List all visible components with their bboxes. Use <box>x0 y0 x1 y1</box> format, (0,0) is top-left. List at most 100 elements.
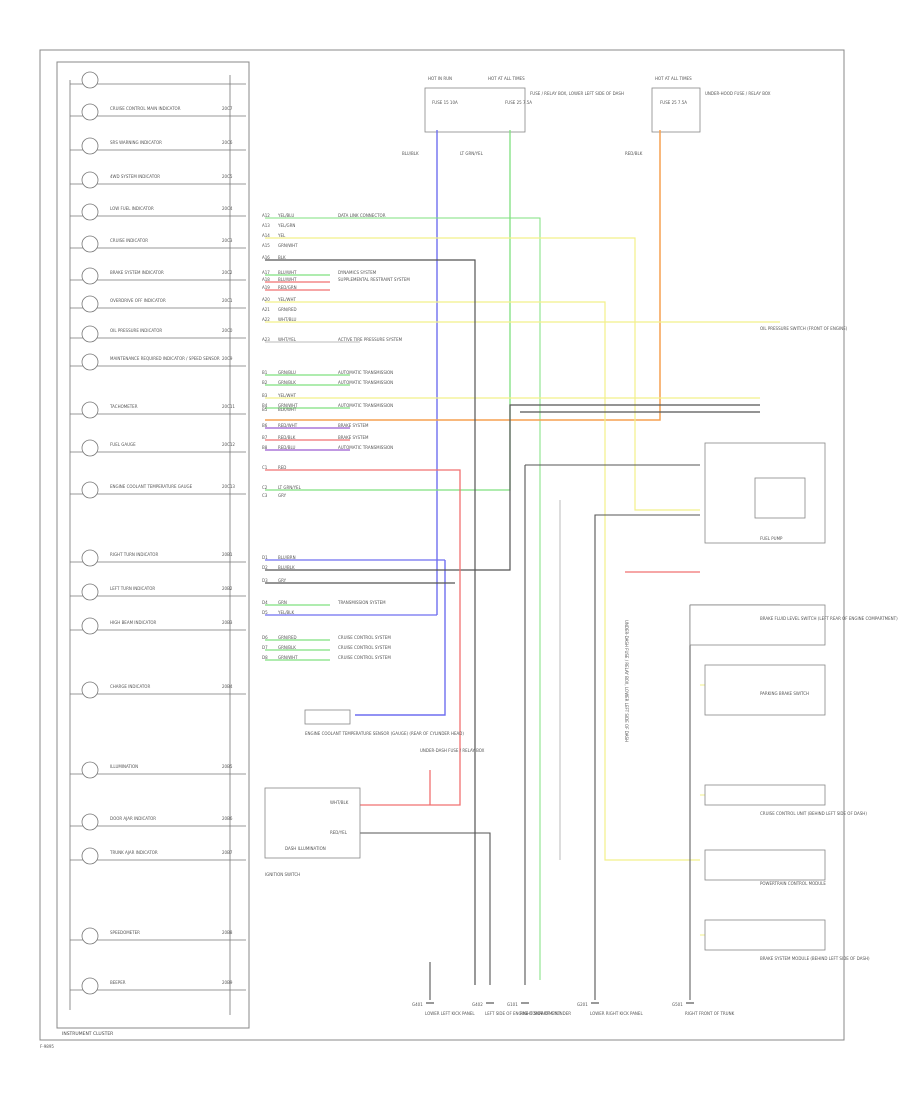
coolant-sensor-body <box>304 709 351 725</box>
wire-gray-ignition <box>330 832 491 985</box>
fuse-box-2-frame <box>651 87 701 133</box>
cluster-row-pin: 20C12 <box>222 442 235 447</box>
cluster-row-pin: 20C7 <box>222 106 233 111</box>
connector-pin-id: B6 <box>262 423 268 428</box>
connector-note: CRUISE CONTROL SYSTEM <box>338 655 391 660</box>
connector-wire-color: YEL/BLU <box>277 213 294 218</box>
pcm-box <box>704 849 826 881</box>
indicator-lamp-icon <box>81 977 99 995</box>
ground-label: RIGHT FRONT OF TRUNK <box>685 1011 735 1016</box>
connector-pin-id: D5 <box>262 610 268 615</box>
connector-pin-id: A22 <box>262 317 270 322</box>
indicator-lamp-icon <box>81 617 99 635</box>
connector-wire-color: GRN/BLK <box>278 645 296 650</box>
connector-pin-id: D6 <box>262 635 268 640</box>
cluster-row: MAINTENANCE REQUIRED INDICATOR / SPEED S… <box>70 353 246 371</box>
brake-module-box <box>704 919 826 951</box>
cluster-row: CHARGE INDICATOR 20B4 <box>70 681 246 699</box>
cluster-row-pin: 20C0 <box>222 328 233 333</box>
cluster-row-pin: 20C13 <box>222 484 235 489</box>
right-components: OIL PRESSURE SWITCH (FRONT OF ENGINE)FUE… <box>689 326 898 961</box>
connector-wire-color: WHT/YEL <box>278 337 297 342</box>
ignition-switch-sub: DASH ILLUMINATION <box>285 846 326 851</box>
connector-pin-id: A14 <box>262 233 270 238</box>
connector-pin: C2 LT GRN/YEL <box>262 485 302 490</box>
cluster-label: INSTRUMENT CLUSTER <box>62 1031 113 1037</box>
indicator-lamp-icon <box>81 481 99 499</box>
connector-pin-id: C2 <box>262 485 268 490</box>
fuse-box-1-frame <box>424 87 526 133</box>
connector-note: CRUISE CONTROL SYSTEM <box>338 635 391 640</box>
connector-note: BRAKE SYSTEM <box>338 423 369 428</box>
cluster-row-pin: 20B4 <box>222 684 233 689</box>
connector-note: AUTOMATIC TRANSMISSION <box>338 370 393 375</box>
connector-wire-color: GRN/WHT <box>278 403 298 408</box>
indicator-lamp-icon <box>81 235 99 253</box>
connector-pin-id: D8 <box>262 655 268 660</box>
cluster-row-pin: 20C3 <box>222 238 233 243</box>
wire-gray-fuel-2 <box>594 514 700 1000</box>
connector-pin-id: B7 <box>262 435 268 440</box>
connector-pin-id: B8 <box>262 445 268 450</box>
ignition-switch-label: IGNITION SWITCH <box>265 872 300 877</box>
cluster-row-pin: 20C2 <box>222 270 233 275</box>
ground-label: LEFT SIDE OF ENGINE COMPARTMENT <box>485 1011 561 1016</box>
cluster-row-pin: 20B5 <box>222 764 233 769</box>
cluster-row-pin: 20C1 <box>222 298 233 303</box>
cluster-row-pin: 20C9 <box>222 356 233 361</box>
fuse-box-1-fuse-2: FUSE 25 7.5A <box>505 100 532 105</box>
fuse-box-hot-in-run: HOT IN RUN HOT AT ALL TIMES FUSE 15 10A … <box>424 76 624 133</box>
connector-wire-color: LT GRN/YEL <box>278 485 302 490</box>
fuse-box-1-desc: FUSE / RELAY BOX, LOWER LEFT SIDE OF DAS… <box>530 91 624 96</box>
component-desc: BRAKE FLUID LEVEL SWITCH (LEFT REAR OF E… <box>760 616 898 621</box>
connector-note: BRAKE SYSTEM <box>338 435 369 440</box>
fuse-box-1-fuse: FUSE 15 10A <box>432 100 458 105</box>
wire-orange-main <box>265 130 661 421</box>
connector-wire-color: RED/WHT <box>278 423 298 428</box>
cluster-row-label: TRUNK AJAR INDICATOR <box>109 850 158 855</box>
coolant-temp-sensor: ENGINE COOLANT TEMPERATURE SENSOR (GAUGE… <box>304 709 464 736</box>
connector-wire-color: RED/GRN <box>278 285 297 290</box>
ground-label: LOWER RIGHT KICK PANEL <box>590 1011 643 1016</box>
parking-brake-box <box>704 664 826 716</box>
cluster-row-label: OIL PRESSURE INDICATOR <box>110 328 162 333</box>
component-desc: POWERTRAIN CONTROL MODULE <box>760 881 826 886</box>
indicator-lamp-icon <box>81 325 99 343</box>
connector-note: TRANSMISSION SYSTEM <box>337 600 386 605</box>
cluster-row-label: CHARGE INDICATOR <box>110 684 150 689</box>
fuse-box-hot-at-all-times: HOT AT ALL TIMES FUSE 25 7.5A UNDER-HOOD… <box>651 76 771 133</box>
connector-pin-id: A23 <box>262 337 270 342</box>
connector-pin-id: A18 <box>262 277 270 282</box>
wire-green-a12 <box>265 217 541 980</box>
instrument-cluster-box <box>56 61 250 1029</box>
connector-pin-id: B5 <box>262 407 268 412</box>
connector-note: AUTOMATIC TRANSMISSION <box>338 380 393 385</box>
indicator-lamp-icon <box>81 171 99 189</box>
cluster-row <box>70 71 246 89</box>
cluster-row-label: MAINTENANCE REQUIRED INDICATOR / SPEED S… <box>110 356 220 361</box>
connector-wire-color: YEL <box>277 233 286 238</box>
cluster-row-label: SRS WARNING INDICATOR <box>110 140 162 145</box>
connector-wire-color: GRN/BLU <box>278 370 296 375</box>
connector-wire-color: GRN/RED <box>278 635 297 640</box>
ground-label: RIGHT SIDE OF CYLINDER <box>520 1011 571 1016</box>
